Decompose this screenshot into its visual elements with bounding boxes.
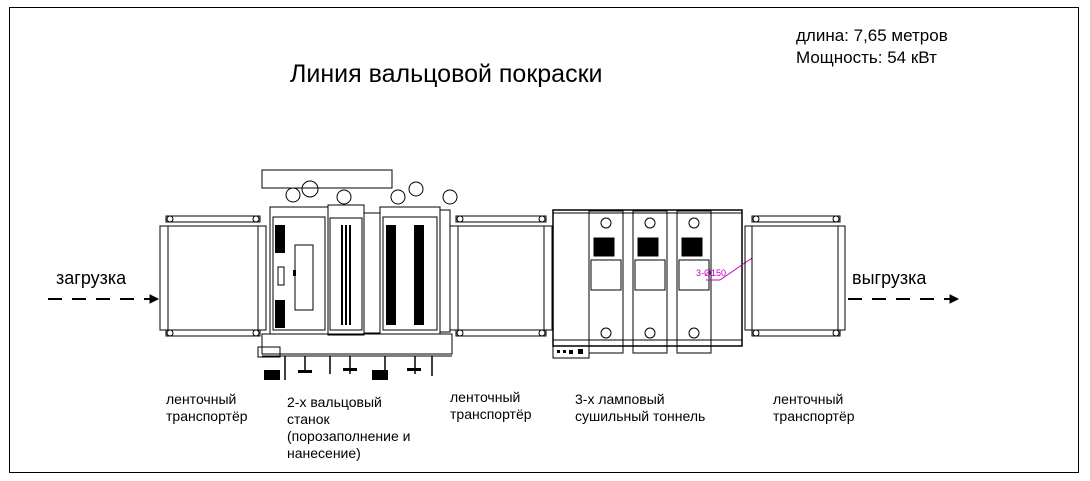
conveyor-1 [159, 215, 267, 337]
unload-arrow [848, 294, 960, 304]
label-line: ленточный [450, 389, 521, 405]
spec-power: Мощность: 54 кВт [796, 48, 937, 67]
dryer-lamp-module-3 [676, 210, 712, 354]
label-conveyor-2: ленточный транспортёр [450, 389, 532, 423]
label-line: 3-х ламповый [575, 391, 665, 407]
label-line: 2-х вальцовый [287, 394, 382, 410]
dryer-lamp-module-1 [588, 210, 624, 354]
label-line: транспортёр [773, 408, 855, 424]
label-line: сушильный тоннель [575, 408, 706, 424]
dryer-tunnel [552, 209, 753, 359]
diagram-title: Линия вальцовой покраски [290, 60, 603, 88]
label-line: (порозаполнение и [287, 428, 411, 444]
label-line: нанесение) [287, 445, 361, 461]
conveyor-2 [449, 215, 553, 337]
label-roller-machine: 2-х вальцовый станок (порозаполнение и н… [287, 394, 410, 462]
conveyor-3 [744, 215, 846, 337]
label-conveyor-3: ленточный транспортёр [773, 391, 855, 425]
label-line: транспортёр [450, 406, 532, 422]
duct-annotation-leader [706, 257, 753, 281]
load-label: загрузка [56, 268, 127, 288]
spec-length: длина: 7,65 метров [796, 26, 948, 45]
label-line: станок [287, 411, 330, 427]
roller-machine [257, 169, 458, 380]
label-line: транспортёр [166, 408, 248, 424]
label-line: ленточный [773, 391, 844, 407]
label-conveyor-1: ленточный транспортёр [166, 391, 248, 425]
drawing-frame [9, 7, 1079, 473]
label-dryer-tunnel: 3-х ламповый сушильный тоннель [575, 391, 705, 425]
unload-label: выгрузка [852, 268, 927, 288]
load-arrow [48, 294, 160, 304]
duct-annotation: 3-Ø150 [696, 268, 726, 278]
dryer-lamp-module-2 [632, 210, 668, 354]
label-line: ленточный [166, 391, 237, 407]
